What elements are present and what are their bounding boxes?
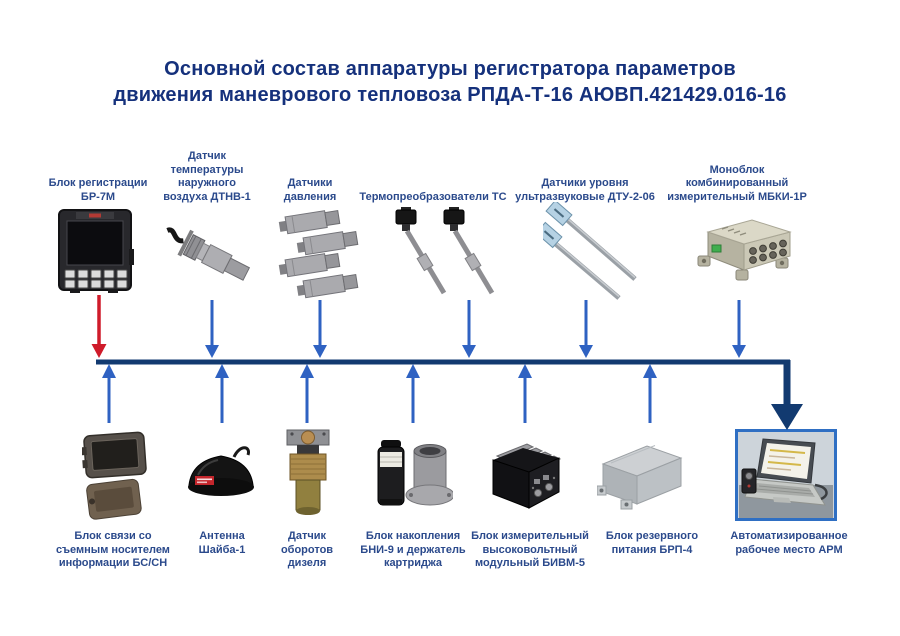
label-ts: Термопреобразователи ТС xyxy=(359,190,507,203)
label-brp4: Блок резервного питания БРП-4 xyxy=(605,530,699,556)
dtnv1-device-photo xyxy=(160,222,255,287)
label-bssn: Блок связи со съемным носителем информац… xyxy=(56,530,170,569)
dtu-level-sensors-photo xyxy=(543,202,645,300)
label-dtu: Датчики уровня ультразвуковые ДТУ-2-06 xyxy=(515,177,655,203)
label-oborotov: Датчик оборотов дизеля xyxy=(280,530,334,569)
arm-workstation-photo xyxy=(735,429,837,521)
bivm5-device-photo xyxy=(485,430,567,512)
diagram-title: Основной состав аппаратуры регистратора … xyxy=(113,58,787,106)
oborotov-sensor-photo xyxy=(283,428,333,518)
pressure-sensors-photo xyxy=(270,205,366,301)
label-bivm5: Блок измерительный высоковольтный модуль… xyxy=(471,530,589,569)
label-br7m: Блок регистрации БР-7М xyxy=(48,177,148,203)
bni9-device-photo xyxy=(371,437,453,517)
arrows-bottom-up xyxy=(102,364,657,423)
label-dtnv1: Датчик температуры наружного воздуха ДТН… xyxy=(163,150,251,203)
brp4-device-photo xyxy=(597,438,685,512)
arrow-red-br7m xyxy=(91,295,107,358)
ts-thermo-probes-photo xyxy=(392,207,512,299)
br7m-device-photo xyxy=(56,207,134,293)
bus-arrow-to-arm xyxy=(771,360,803,430)
label-pressure: Датчики давления xyxy=(283,177,337,203)
label-shaiba: Антенна Шайба-1 xyxy=(198,530,246,556)
mbki-monoblock-photo xyxy=(692,212,796,286)
bssn-device-photo xyxy=(82,429,150,522)
label-bni9: Блок накопления БНИ-9 и держатель картри… xyxy=(360,530,466,569)
label-mbki: Моноблок комбинированный измерительный М… xyxy=(667,163,807,203)
shaiba-antenna-photo xyxy=(184,441,258,505)
arrows-top-down xyxy=(205,300,746,358)
label-arm: Автоматизированное рабочее место АРМ xyxy=(730,530,848,556)
